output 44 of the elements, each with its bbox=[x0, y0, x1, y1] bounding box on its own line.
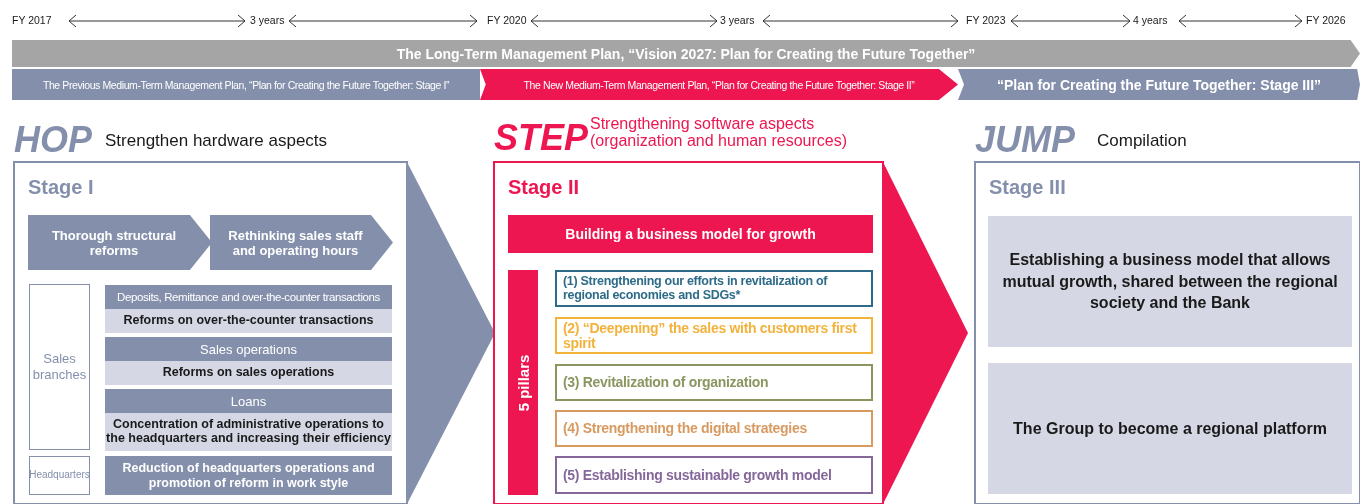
goal-box: Establishing a business model that allows mutual growth, shared between the regional society and the Bank bbox=[988, 216, 1352, 347]
pillar-box: (2) “Deepening” the sales with customers first spirit bbox=[555, 317, 873, 354]
block-text: Concentration of administrative operations to the headquarters and increasing their efficiency bbox=[105, 416, 392, 447]
goal-box: The Group to become a regional platform bbox=[988, 363, 1352, 494]
pillar-box: (5) Establishing sustainable growth model bbox=[555, 456, 873, 494]
stage-heading: Stage II bbox=[508, 176, 580, 199]
phase-subtitle: Strengthen hardware aspects bbox=[105, 132, 329, 150]
phase-heading: HOP bbox=[14, 122, 92, 158]
vertical-bar bbox=[508, 270, 538, 495]
block-header: Deposits, Remittance and over-the-counter transactions bbox=[105, 285, 392, 309]
pillar-box: (1) Strengthening our efforts in revitalization of regional economies and SDGs* bbox=[555, 270, 873, 307]
plan-band: The Previous Medium-Term Management Plan, “Plan for Creating the Future Together: Stage I” bbox=[12, 69, 480, 100]
year-label: FY 2026 bbox=[1306, 14, 1346, 26]
year-label: FY 2017 bbox=[12, 14, 52, 26]
phase-subtitle: Strengthening software aspects (organization and human resources) bbox=[590, 116, 849, 150]
duration-label: 3 years bbox=[720, 14, 755, 26]
pillar-box: (3) Revitalization of organization bbox=[555, 364, 873, 401]
reform-block bbox=[105, 389, 392, 451]
category-box: Headquarters bbox=[29, 456, 90, 495]
year-label: FY 2020 bbox=[487, 14, 527, 26]
block-text: Reforms on sales operations bbox=[161, 364, 336, 382]
phase-heading: STEP bbox=[494, 120, 589, 156]
plan-band: The New Medium-Term Management Plan, “Plan for Creating the Future Together: Stage II” bbox=[480, 69, 958, 100]
goal-bar: Building a business model for growth bbox=[508, 215, 873, 253]
chevron-box: Rethinking sales staff and operating hours bbox=[210, 215, 393, 270]
plan-band: “Plan for Creating the Future Together: Stage III” bbox=[958, 69, 1360, 100]
stage-heading: Stage III bbox=[989, 176, 1066, 199]
plan-band: The Long-Term Management Plan, “Vision 2027: Plan for Creating the Future Together” bbox=[12, 40, 1360, 67]
phase-subtitle: Compilation bbox=[1097, 132, 1188, 150]
reform-block: Reduction of headquarters operations and promotion of reform in work style bbox=[105, 456, 392, 495]
block-header: Sales operations bbox=[105, 337, 392, 361]
reform-block bbox=[105, 337, 392, 385]
duration-label: 4 years bbox=[1133, 14, 1168, 26]
chevron-box: Thorough structural reforms bbox=[28, 215, 212, 270]
block-header: Loans bbox=[105, 389, 392, 413]
pillar-box: (4) Strengthening the digital strategies bbox=[555, 410, 873, 447]
vertical-label: 5 pillars bbox=[514, 354, 532, 411]
stage-heading: Stage I bbox=[28, 176, 94, 199]
category-box: Sales branches bbox=[29, 284, 90, 450]
block-text: Reforms on over-the-counter transactions bbox=[122, 312, 375, 330]
year-label: FY 2023 bbox=[966, 14, 1006, 26]
phase-heading: JUMP bbox=[975, 122, 1076, 158]
duration-label: 3 years bbox=[250, 14, 285, 26]
reform-block bbox=[105, 285, 392, 333]
